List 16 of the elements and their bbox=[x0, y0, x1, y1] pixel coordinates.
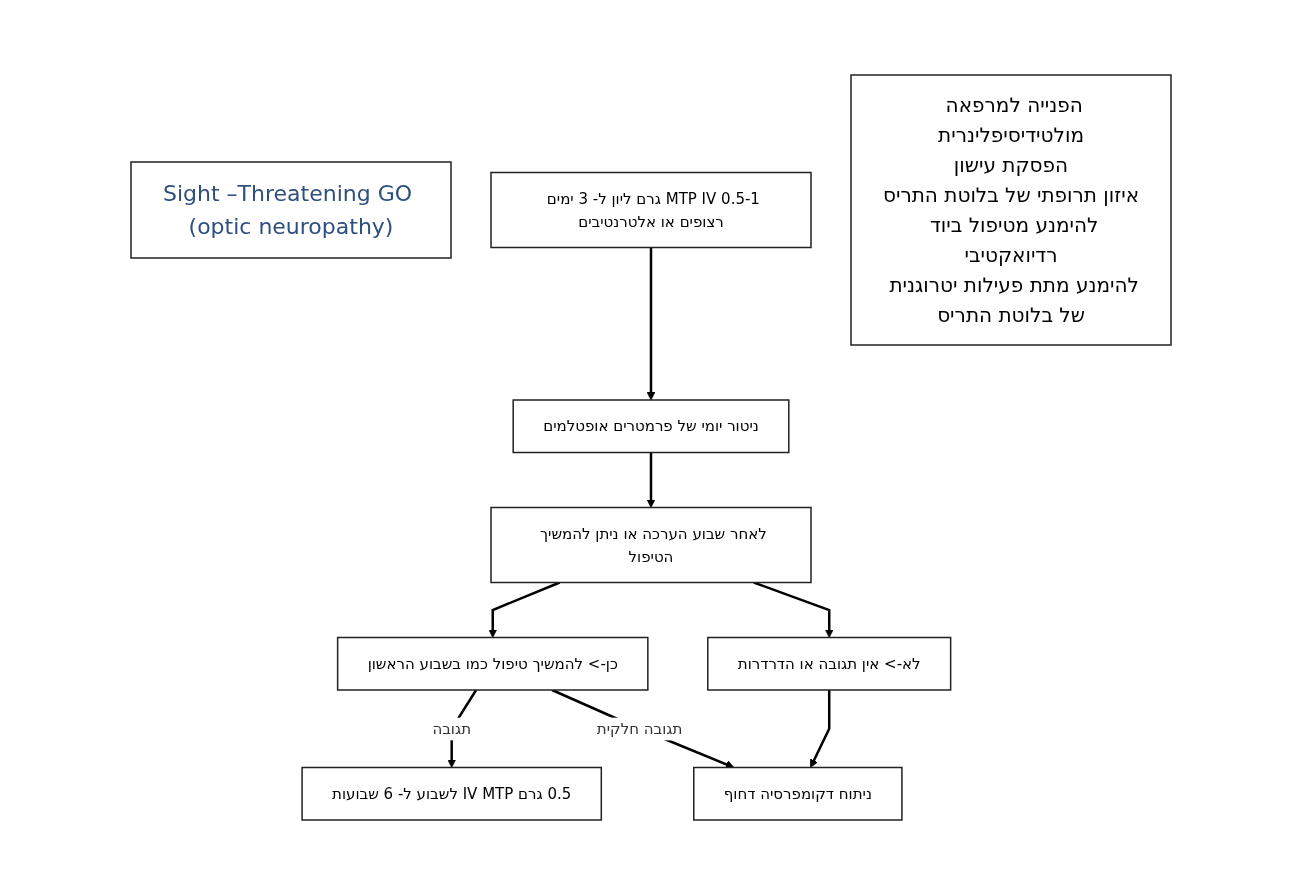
arrow bbox=[646, 452, 655, 508]
edge-label: תגובה bbox=[431, 719, 471, 738]
arrow bbox=[752, 581, 834, 638]
node-box: לא-> אין תגובה או הדרדרות bbox=[706, 636, 951, 691]
node-box: 0.5 גרם IV MTP לשבוע ל- 6 שבועות bbox=[300, 766, 602, 821]
arrow bbox=[809, 690, 830, 768]
node-box: ניטור יומי של פרמטרים אופטלמים bbox=[511, 399, 790, 454]
node-box: 0.5-1 MTP IV גרם ליון ל- 3 ימים רצופים או אלטרנטיבים bbox=[489, 171, 812, 249]
node-box: כן-> להמשיך טיפול כמו בשבוע הראשון bbox=[336, 636, 649, 691]
node-box: ניתוח דקומפרסיה דחוף bbox=[692, 766, 903, 821]
node-box: Sight –Threatening GO (optic neuropathy) bbox=[129, 161, 452, 259]
arrow bbox=[487, 581, 560, 638]
node-box: לאחר שבוע הערכה או ניתן להמשיך הטיפול bbox=[489, 506, 812, 584]
arrow bbox=[646, 247, 655, 401]
edge-label: תגובה חלקית bbox=[596, 719, 682, 738]
node-box: הפנייה למרפאה מולטידיסיפלינרית הפסקת עישון איזון תרופתי של בלוטת התריס להימנע מטיפול ביוד רדיואקטיבי להימנע מתת פעילות יטרוגנית של בלוטת התריס bbox=[849, 74, 1172, 346]
